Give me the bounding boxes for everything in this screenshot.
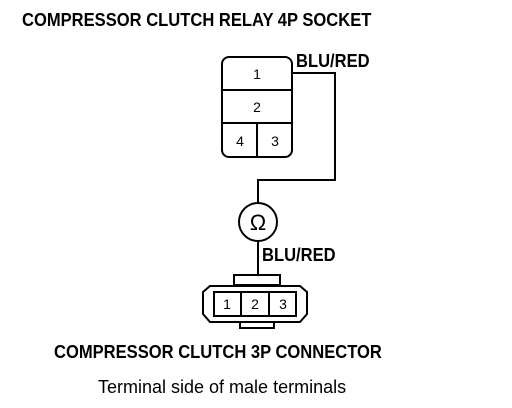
ohmmeter-circle — [238, 202, 278, 242]
relay-terminal-2: 2 — [253, 99, 261, 115]
relay-terminal-3: 3 — [271, 133, 279, 149]
connector-terminal-1: 1 — [223, 296, 231, 312]
relay-socket — [221, 56, 293, 158]
connector-terminal-3: 3 — [279, 296, 287, 312]
connector-terminal-frame — [213, 291, 297, 317]
connector-title: COMPRESSOR CLUTCH 3P CONNECTOR — [54, 342, 382, 362]
connector-3p — [202, 274, 308, 329]
wire-relay-to-ohmmeter — [257, 72, 336, 203]
relay-terminal-4: 4 — [236, 133, 244, 149]
connector-top-latch — [233, 274, 281, 286]
relay-terminal-1: 1 — [253, 66, 261, 82]
wire-color-label-bottom: BLU/RED — [262, 245, 336, 265]
connector-subtitle: Terminal side of male terminals — [98, 377, 347, 397]
ohmmeter: Ω — [238, 202, 278, 242]
connector-terminal-2: 2 — [251, 296, 259, 312]
ohmmeter-icon: Ω — [250, 210, 266, 235]
relay-socket-title: COMPRESSOR CLUTCH RELAY 4P SOCKET — [22, 10, 372, 30]
wire-color-label-top: BLU/RED — [296, 51, 370, 71]
